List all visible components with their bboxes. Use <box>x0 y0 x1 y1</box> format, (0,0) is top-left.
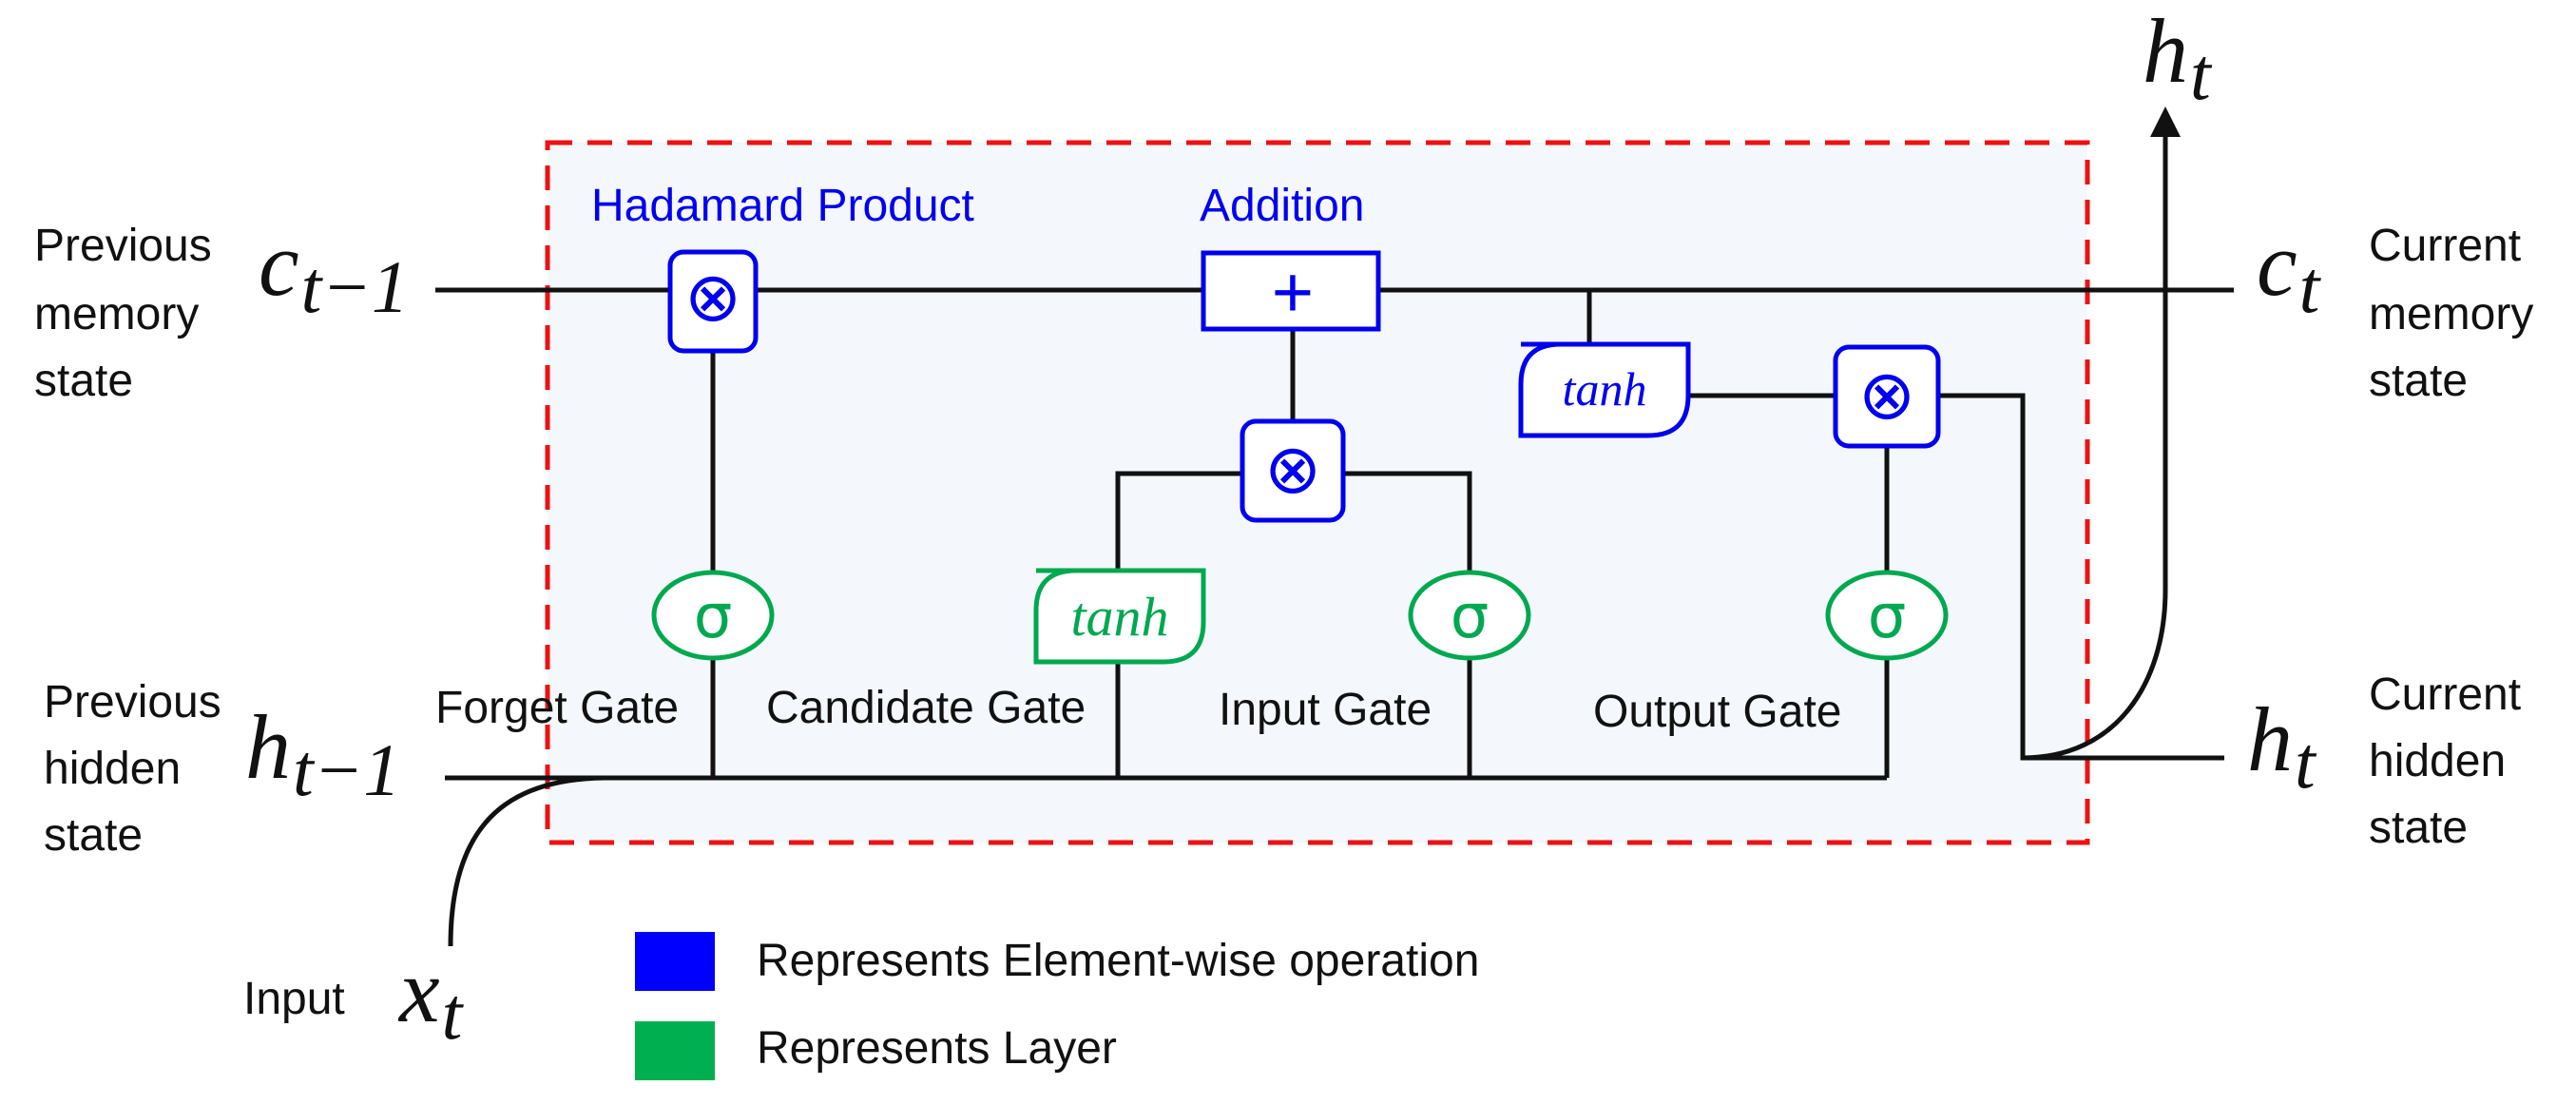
candidate-gate-label: Candidate Gate <box>766 683 1086 733</box>
x-input-symbol: xt <box>397 940 465 1055</box>
cell-tanh-op: tanh <box>1518 341 1691 438</box>
legend-swatch-operation <box>635 932 715 991</box>
legend-text-layer: Represents Layer <box>757 1023 1117 1074</box>
candidate-input-branch <box>1115 471 1472 778</box>
input-gate-label: Input Gate <box>1219 685 1432 735</box>
svg-text:state: state <box>44 810 143 861</box>
forget-multiply-op: ⊗ <box>667 249 759 354</box>
previous-hidden-state-label: Previous hidden state <box>44 677 221 861</box>
svg-text:hidden: hidden <box>44 744 181 794</box>
tanh-label: tanh <box>1563 362 1647 416</box>
output-multiply-op: ⊗ <box>1833 344 1941 449</box>
hadamard-product-label: Hadamard Product <box>591 181 974 231</box>
previous-memory-state-label: Previous memory state <box>34 221 212 406</box>
svg-text:state: state <box>2369 356 2468 406</box>
forget-gate-label: Forget Gate <box>435 683 679 733</box>
svg-text:state: state <box>34 356 133 406</box>
current-memory-state-label: Current memory state <box>2369 221 2533 406</box>
addition-op: + <box>1201 250 1381 333</box>
ht-arrowhead <box>2150 107 2181 137</box>
sigma-symbol: σ <box>694 582 733 652</box>
h-prev-symbol: ht−1 <box>245 696 400 811</box>
current-hidden-state-label: Current hidden state <box>2369 669 2521 853</box>
svg-text:hidden: hidden <box>2369 736 2506 786</box>
times-symbol: ⊗ <box>1264 432 1321 508</box>
svg-text:Previous: Previous <box>34 221 212 271</box>
tanh-label: tanh <box>1070 586 1168 648</box>
candidate-tanh-layer: tanh <box>1033 568 1206 665</box>
c-prev-symbol: ct−1 <box>259 213 409 328</box>
svg-text:Current: Current <box>2369 669 2521 720</box>
input-label: Input <box>243 974 345 1024</box>
ht-route <box>1939 393 2224 761</box>
legend-text-operation: Represents Element-wise operation <box>757 936 1479 986</box>
h-top-symbol: ht <box>2143 0 2213 115</box>
sigma-symbol: σ <box>1451 582 1490 652</box>
input-sigmoid-layer: σ <box>1408 570 1531 661</box>
h-current-symbol: ht <box>2247 688 2317 804</box>
times-symbol: ⊗ <box>684 260 741 336</box>
svg-text:memory: memory <box>2369 289 2533 339</box>
legend-swatch-layer <box>635 1021 715 1080</box>
input-multiply-op: ⊗ <box>1240 418 1346 523</box>
output-gate-label: Output Gate <box>1593 687 1842 737</box>
legend: Represents Element-wise operation Repres… <box>635 932 1479 1080</box>
output-sigmoid-layer: σ <box>1825 570 1949 661</box>
input-curve <box>448 775 609 947</box>
c-current-symbol: ct <box>2257 213 2322 328</box>
svg-text:Previous: Previous <box>44 677 221 727</box>
forget-sigmoid-layer: σ <box>651 570 775 661</box>
plus-symbol: + <box>1272 252 1314 333</box>
ht-up-curve <box>2022 133 2168 761</box>
sigma-symbol: σ <box>1868 582 1907 652</box>
svg-text:memory: memory <box>34 289 199 339</box>
svg-text:state: state <box>2369 803 2468 853</box>
addition-label: Addition <box>1200 181 1364 231</box>
times-symbol: ⊗ <box>1858 358 1915 434</box>
svg-text:Current: Current <box>2369 221 2521 271</box>
